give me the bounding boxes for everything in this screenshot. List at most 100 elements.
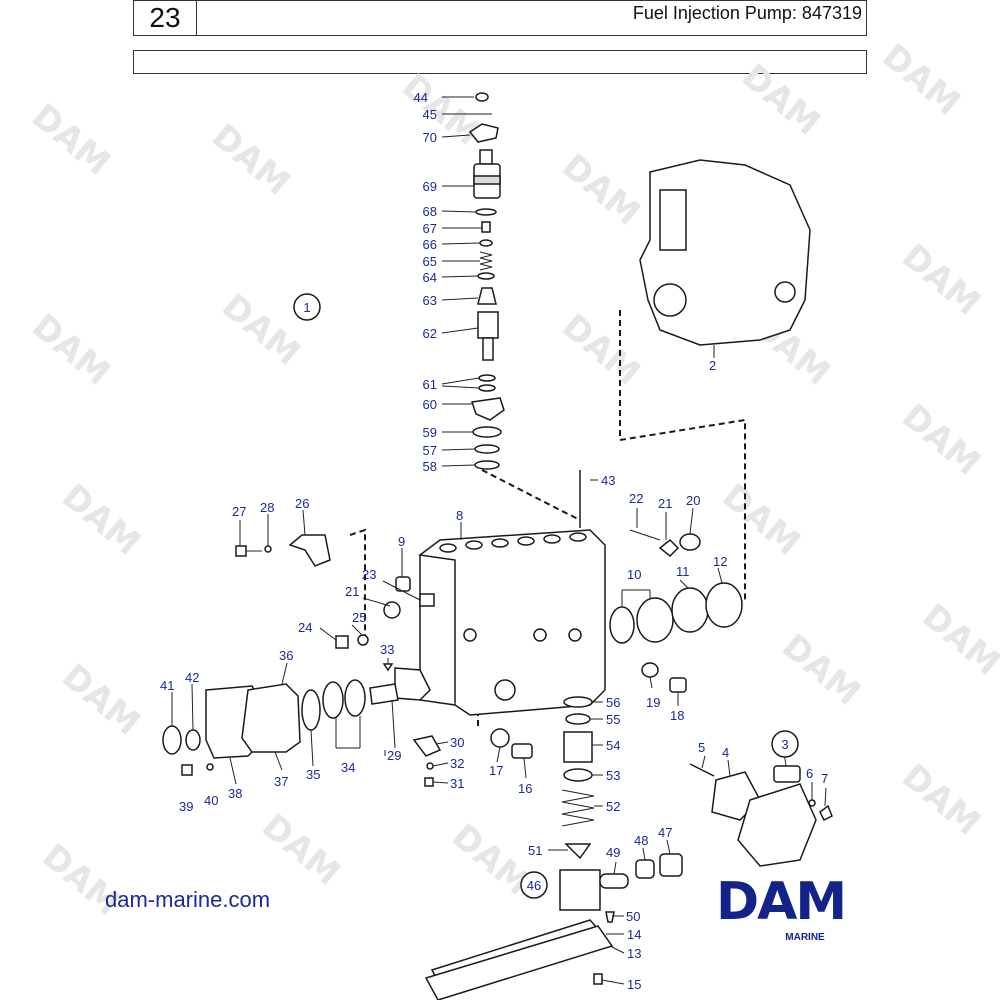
leader-line [701, 755, 706, 769]
website-url[interactable]: dam-marine.com [105, 887, 271, 912]
callout-label: 32 [450, 756, 464, 771]
part-16 [511, 743, 533, 759]
leader-line [432, 762, 449, 767]
body-hole [533, 628, 547, 642]
part-66 [479, 239, 493, 247]
callout-label: 11 [676, 564, 690, 579]
part-2 [639, 159, 811, 346]
circled-label: 1 [303, 300, 310, 315]
part-25 [357, 634, 369, 646]
part-22 [629, 529, 661, 541]
leader-line [302, 509, 306, 536]
leader-line [649, 676, 653, 689]
part-20 [679, 533, 701, 551]
watermark: DAM [554, 306, 647, 393]
callout-label: 67 [423, 221, 437, 236]
watermark: DAM [54, 476, 147, 563]
callout-label: 36 [279, 648, 293, 663]
leader-line [689, 507, 694, 535]
leader-line [441, 242, 481, 245]
callout-label: 7 [821, 771, 828, 786]
circled-label: 46 [527, 878, 541, 893]
callout-label: 48 [634, 833, 648, 848]
leader-line [824, 787, 827, 807]
part-61a [478, 374, 496, 382]
watermark-layer: DAM DAM DAM DAM DAM DAM DAM DAM DAM DAM … [24, 36, 1000, 923]
callout-label: 61 [423, 377, 437, 392]
callout-label: 41 [160, 678, 174, 693]
leader-line [613, 861, 617, 875]
part-42 [185, 729, 201, 751]
part-68 [475, 208, 497, 216]
callout-label: 25 [352, 610, 366, 625]
leader-line [441, 448, 476, 451]
part-31 [424, 777, 434, 787]
right-rings [490, 529, 743, 759]
part-56 [563, 696, 593, 708]
callout-label: 33 [380, 642, 394, 657]
leader-line [191, 683, 194, 731]
part-62-stem [482, 337, 494, 361]
part-51 [564, 843, 592, 860]
callout-label: 59 [423, 425, 437, 440]
part-13 [424, 925, 614, 1000]
part-21-right [658, 538, 680, 558]
part-35 [301, 689, 321, 731]
circled-label: 3 [781, 737, 788, 752]
part-61b [478, 384, 496, 392]
part-59 [472, 426, 502, 438]
callout-label: 38 [228, 786, 242, 801]
subheader-bar [133, 50, 867, 74]
watermark: DAM [214, 286, 307, 373]
callout-label: 28 [260, 500, 274, 515]
page-number: 23 [134, 1, 197, 35]
part-24 [335, 635, 349, 649]
bottom-stack [424, 696, 683, 1000]
part-58 [474, 460, 500, 470]
callout-label: 9 [398, 534, 405, 549]
brand-logo: DAM MARINE [716, 876, 894, 943]
watermark: DAM [894, 756, 987, 843]
leader-line [362, 597, 391, 607]
callout-label: 23 [362, 567, 376, 582]
body-port [543, 534, 561, 544]
callout-label: 17 [489, 763, 503, 778]
part-44 [475, 92, 489, 102]
leader-line [274, 751, 283, 771]
callout-label: 56 [606, 695, 620, 710]
assembly-line [481, 469, 581, 521]
part-19 [641, 662, 659, 678]
callout-label: 4 [722, 745, 729, 760]
part-30 [412, 735, 442, 757]
part-3-cap [773, 765, 801, 783]
circled-labels: 1 3 46 [293, 293, 799, 899]
assembly-line [349, 528, 366, 640]
leader-line [601, 979, 625, 985]
circled-label-frame [293, 293, 321, 321]
part-5 [689, 763, 715, 777]
part-18 [669, 677, 687, 693]
callout-label: 43 [601, 473, 615, 488]
callout-label: 55 [606, 712, 620, 727]
callout-label: 54 [606, 738, 620, 753]
callout-label: 6 [806, 766, 813, 781]
callout-label: 18 [670, 708, 684, 723]
leader-line [609, 945, 625, 954]
part-50 [605, 911, 615, 923]
callout-label: 49 [606, 845, 620, 860]
callout-label: 58 [423, 459, 437, 474]
leader-line [319, 627, 337, 641]
part-67 [481, 221, 491, 233]
leader-line [435, 741, 449, 745]
callout-label: 66 [423, 237, 437, 252]
left-components [162, 534, 442, 787]
callout-label: 64 [423, 270, 437, 285]
callout-labels: 44 45 70 69 68 67 66 65 64 63 62 61 60 5… [160, 90, 828, 992]
leader-line [441, 464, 476, 467]
part-57 [474, 444, 500, 454]
leader-line [382, 580, 421, 601]
part-11 [671, 587, 709, 633]
callout-label: 20 [686, 493, 700, 508]
governor-housing [639, 159, 811, 346]
watermark: DAM [774, 626, 867, 713]
